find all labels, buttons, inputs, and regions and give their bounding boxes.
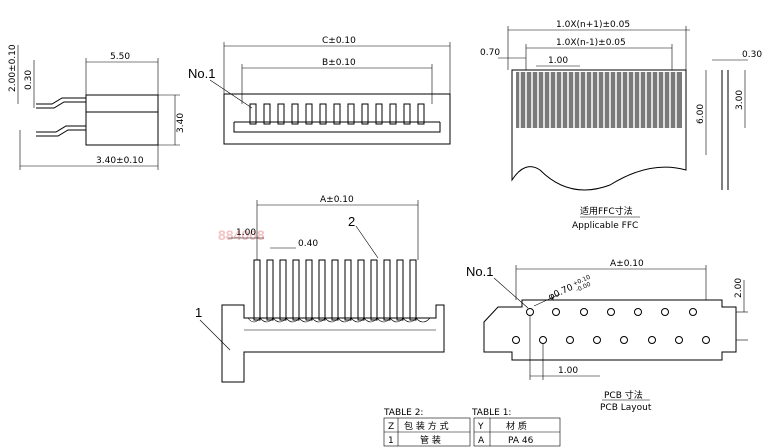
- table1-r0-text: 材 质: [506, 420, 527, 432]
- ffc-view: 1.0X(n+1)±0.05 1.0X(n-1)±0.05 0.70 1.00 …: [480, 20, 762, 231]
- pcb-caption-en: PCB Layout: [600, 403, 652, 413]
- table2-r0-text: 包 装 方 式: [404, 420, 449, 432]
- side-dim-lead2: 0.30: [24, 70, 34, 90]
- pcb-holes: [512, 308, 710, 344]
- pcb-caption-cn: PCB 寸法: [604, 389, 643, 401]
- ffc-caption-cn: 适用FFC寸法: [580, 205, 633, 217]
- top-dim-c: C±0.10: [322, 36, 356, 46]
- ffc-dim-contact: 3.00: [735, 90, 745, 110]
- front-callout-1: 1: [195, 305, 202, 320]
- table-2: TABLE 2: Z 包 装 方 式 1 管 装: [383, 408, 471, 447]
- table1-r0-code: Y: [477, 422, 484, 432]
- front-dim-pitch: 1.00: [236, 228, 256, 238]
- table1-r1-code: A: [478, 436, 485, 446]
- ffc-dim-inner: 1.0X(n-1)±0.05: [556, 38, 626, 48]
- ffc-dim-edge: 0.70: [480, 48, 500, 58]
- pcb-pin1-label: No.1: [466, 264, 493, 279]
- ffc-dim-pitch: 1.00: [548, 56, 568, 66]
- pcb-dim-a: A±0.10: [610, 259, 644, 269]
- table2-r0-code: Z: [388, 422, 394, 432]
- front-view: 884008 A±0.10 1.00 0.40 1 2: [195, 195, 445, 383]
- pcb-view: A±0.10 No.1 φ0.70 +0.10 -0.00 2.00 1.00 …: [466, 259, 748, 413]
- front-view-pins: [253, 259, 417, 321]
- side-dim-bottom: 3.40±0.10: [96, 156, 144, 166]
- top-view: C±0.10 B±0.10 No.1: [188, 36, 451, 145]
- side-dim-width: 5.50: [110, 52, 130, 62]
- top-view-pins: [249, 103, 425, 125]
- ffc-dim-total: 1.0X(n+1)±0.05: [556, 20, 630, 30]
- front-dim-gap: 0.40: [298, 239, 318, 249]
- ffc-conductors: [516, 72, 682, 128]
- top-dim-b: B±0.10: [322, 58, 356, 68]
- table2-r1-text: 管 装: [420, 434, 441, 446]
- side-view: 5.50 3.40 2.00±0.10 0.30 3.40±0.10: [8, 44, 186, 170]
- table1-r1-text: PA 46: [508, 436, 534, 446]
- table1-title: TABLE 1:: [471, 408, 511, 418]
- pcb-dim-pitch: 1.00: [558, 366, 578, 376]
- ffc-dim-thickness: 0.30: [742, 50, 762, 60]
- side-dim-height: 3.40: [176, 113, 186, 133]
- table-1: TABLE 1: Y 材 质 A PA 46: [471, 408, 561, 447]
- front-callout-2: 2: [348, 214, 355, 229]
- table2-title: TABLE 2:: [383, 408, 423, 418]
- front-dim-a: A±0.10: [320, 195, 354, 205]
- table2-r1-code: 1: [388, 436, 394, 446]
- side-dim-lead: 2.00±0.10: [8, 44, 18, 92]
- ffc-caption-en: Applicable FFC: [572, 221, 638, 231]
- pcb-dim-row: 2.00: [734, 278, 744, 298]
- watermark: 884008: [218, 227, 265, 243]
- ffc-dim-length: 6.00: [696, 104, 706, 124]
- top-pin1-label: No.1: [188, 66, 215, 81]
